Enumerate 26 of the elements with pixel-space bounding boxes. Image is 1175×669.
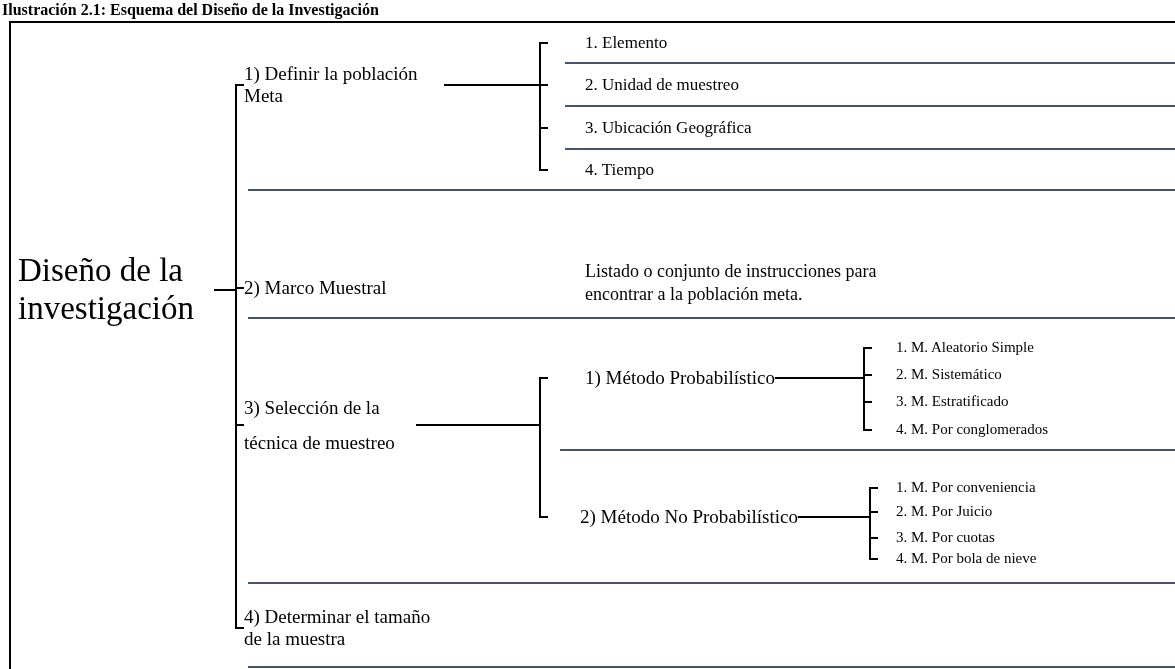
- outline-item: 4. Tiempo: [548, 155, 654, 185]
- bracket-connector: [774, 377, 873, 431]
- outline-item: 1. M. Por conveniencia: [878, 477, 1036, 499]
- outline-item: 2) Marco Muestral: [244, 273, 387, 303]
- outline-item: 2. M. Por Juicio: [878, 501, 993, 523]
- outline-item: 3. M. Por cuotas: [878, 527, 995, 549]
- outline-item: 1) Definir la población Meta: [244, 55, 444, 115]
- outline-item: 3) Selección de la técnica de muestreo: [244, 383, 416, 467]
- outline-item: 4) Determinar el tamaño de la muestra: [244, 598, 444, 658]
- bracket-connector: [213, 289, 245, 629]
- outline-item: 4. M. Por conglomerados: [872, 417, 1049, 443]
- outline-item: 1. M. Aleatorio Simple: [872, 335, 1034, 361]
- outline-item: 4. M. Por bola de nieve: [878, 548, 1037, 570]
- outline-item: 1) Método Probabilístico: [548, 363, 775, 393]
- outline-item: 1. Elemento: [548, 28, 668, 58]
- outline-item: 3. M. Estratificado: [872, 389, 1009, 415]
- outline-item: Diseño de la investigación: [18, 245, 214, 335]
- description-text: Listado o conjunto de instrucciones para encontrar a la población meta.: [585, 260, 878, 307]
- figure-title: Ilustración 2.1: Esquema del Diseño de la Investigación: [2, 1, 379, 19]
- outline-item: 3. Ubicación Geográfica: [548, 113, 752, 143]
- outline-item: 2. M. Sistemático: [872, 362, 1002, 388]
- bracket-connector: [443, 84, 549, 171]
- bracket-connector: [415, 424, 549, 518]
- bracket-connector: [796, 516, 879, 560]
- outline-item: 2. Unidad de muestreo: [548, 70, 739, 100]
- outline-item: 2) Método No Probabilístico: [548, 502, 798, 532]
